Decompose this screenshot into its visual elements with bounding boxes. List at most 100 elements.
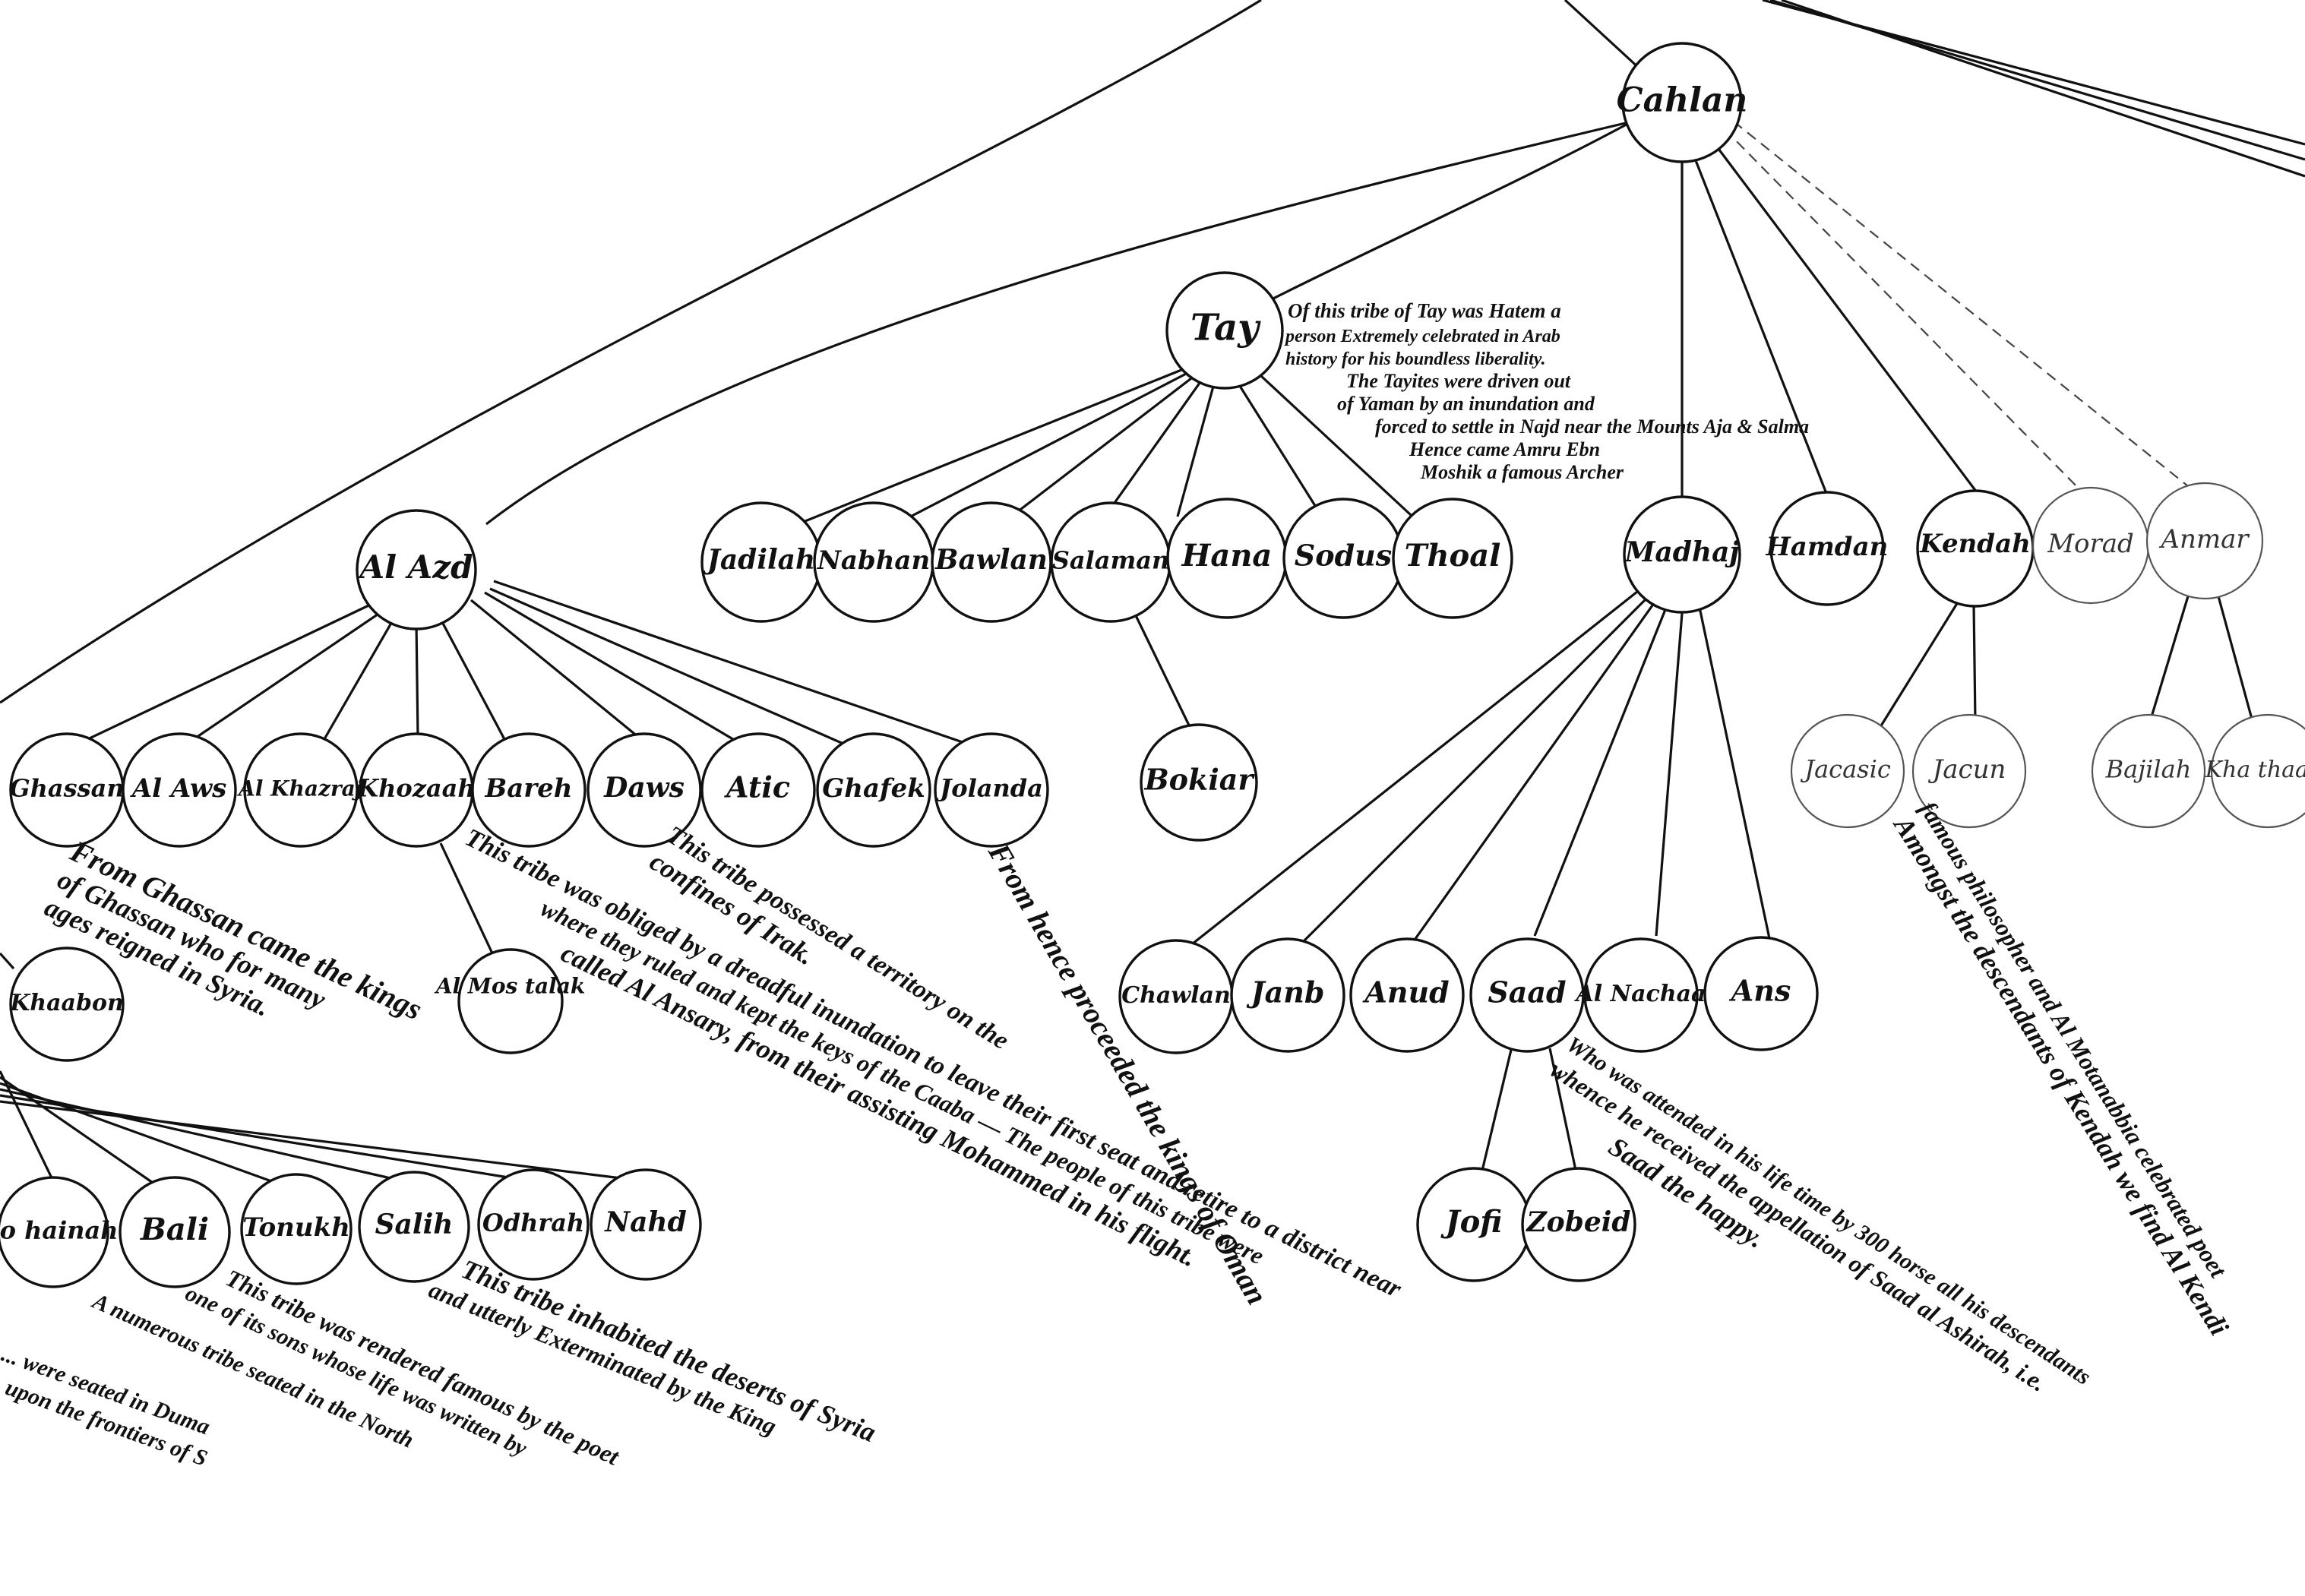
edge-alazd-ghassan	[60, 599, 381, 754]
node-madhaj: Madhaj	[1623, 495, 1741, 614]
node-johainah: Jo hainah	[0, 1176, 119, 1288]
node-label: Atic	[724, 770, 790, 804]
edge-saad-jofi	[1480, 1046, 1513, 1174]
edge-cahlan-kendah	[1708, 136, 1981, 496]
node-label: Jo hainah	[0, 1216, 119, 1245]
node-thoal: Thoal	[1392, 498, 1513, 619]
node-label: Hamdan	[1766, 532, 1889, 562]
edge-left-nahd	[0, 1100, 647, 1183]
node-label: Jofi	[1440, 1204, 1503, 1240]
edge-left-salih	[0, 1088, 415, 1185]
node-khozaah: Khozaah	[356, 732, 476, 848]
node-janb: Janb	[1230, 937, 1345, 1053]
node-label: Kendah	[1919, 529, 2031, 559]
edge-alazd-jolanda	[493, 580, 981, 750]
node-tay: Tay	[1165, 271, 1284, 390]
edge-madhaj-ans	[1696, 599, 1772, 943]
edge-madhaj-saad	[1533, 603, 1669, 937]
node-ans: Ans	[1703, 936, 1819, 1051]
ancestral-line-right-3	[1781, 0, 2305, 178]
node-tonukh: Tonukh	[240, 1173, 353, 1285]
node-alaws: Al Aws	[122, 732, 237, 848]
note-line: Who was attended in his life time by 300…	[1562, 1032, 2095, 1390]
edge-alazd-khozaah	[415, 622, 419, 738]
node-atic: Atic	[700, 732, 816, 848]
node-label: Nahd	[604, 1206, 687, 1238]
node-jadilah: Jadilah	[700, 501, 822, 623]
edge-alazd-alaws	[174, 606, 388, 754]
node-label: Jolanda	[935, 774, 1043, 803]
node-label: Tay	[1190, 307, 1261, 349]
edge-cahlan-anmar	[1733, 121, 2200, 496]
edge-madhaj-alnachaa	[1655, 603, 1684, 937]
edge-left-johainah	[0, 1070, 58, 1190]
node-hana: Hana	[1166, 498, 1288, 619]
note-line: Of this tribe of Tay was Hatem a	[1288, 299, 1561, 322]
node-hamdan: Hamdan	[1766, 491, 1889, 606]
node-label: Al Nachaa	[1574, 981, 1706, 1007]
node-label: Janb	[1247, 975, 1325, 1010]
node-label: Madhaj	[1624, 536, 1740, 568]
node-label: Nabhan	[817, 545, 930, 576]
node-jacasic: Jacasic	[1790, 713, 1905, 829]
note-line: Moshik a famous Archer	[1420, 461, 1624, 483]
note-line: The Tayites were driven out	[1346, 370, 1571, 392]
node-label: Tonukh	[242, 1212, 350, 1243]
node-saad: Saad	[1469, 937, 1585, 1053]
node-jacun: Jacun	[1911, 713, 2027, 829]
edge-tay-jadilah	[778, 367, 1186, 533]
edge-kendah-jacasic	[1875, 598, 1962, 734]
kendah-annotation: Amongst the descendants of Kendah we fin…	[1887, 796, 2234, 1340]
node-label: Salih	[375, 1209, 454, 1240]
note-line: history for his boundless liberality.	[1285, 349, 1546, 369]
note-line: famous philosopher and Al Motanabbia cel…	[1915, 796, 2233, 1282]
node-bareh: Bareh	[471, 732, 587, 848]
edge-saad-zobeid	[1548, 1048, 1578, 1174]
ancestral-line-center	[1564, 0, 1643, 71]
edge-cahlan-alazd	[485, 120, 1633, 526]
node-bawlan: Bawlan	[931, 501, 1052, 623]
node-label: Thoal	[1405, 538, 1501, 574]
edge-alazd-ghafek	[489, 587, 863, 754]
node-label: Cahlan	[1617, 81, 1748, 120]
edge-left-khaabon	[0, 952, 15, 970]
node-anmar: Anmar	[2145, 482, 2264, 600]
node-label: Bajilah	[2105, 755, 2192, 784]
node-bajilah: Bajilah	[2091, 713, 2206, 829]
node-nahd: Nahd	[590, 1168, 702, 1281]
node-alnachaa: Al Nachaa	[1574, 937, 1706, 1053]
node-khathaam: Kha thaam	[2205, 713, 2305, 829]
node-label: Ghafek	[822, 773, 925, 804]
edge-alazd-daws	[470, 599, 640, 738]
node-label: Ans	[1729, 974, 1791, 1008]
edge-madhaj-chawlan	[1184, 587, 1642, 951]
node-label: Sodus	[1295, 539, 1392, 573]
edge-khozaah-almostalak	[439, 842, 494, 954]
node-label: Bareh	[484, 773, 572, 804]
edge-tay-bawlan	[991, 375, 1195, 533]
node-label: Bali	[140, 1212, 209, 1247]
edge-tay-hana	[1176, 383, 1216, 517]
left-annotation: ... were seated in Duma upon the frontie…	[0, 1342, 213, 1471]
node-label: Zobeid	[1525, 1206, 1630, 1238]
node-kendah: Kendah	[1916, 489, 2035, 608]
node-odhrah: Odhrah	[477, 1168, 590, 1281]
node-sodus: Sodus	[1282, 498, 1404, 619]
edge-kendah-jacun	[1972, 604, 1977, 722]
note-line: person Extremely celebrated in Arab	[1284, 327, 1560, 346]
edge-anmar-khathaam	[2217, 596, 2254, 722]
node-label: Khaabon	[9, 990, 124, 1016]
node-almostalak: Al Mos talak	[434, 948, 585, 1054]
edge-salaman-bokiar	[1130, 607, 1194, 734]
node-label: Saad	[1488, 975, 1566, 1010]
node-label: Bawlan	[934, 544, 1048, 576]
node-jofi: Jofi	[1416, 1167, 1532, 1282]
ancestral-line-left	[0, 0, 1262, 704]
node-label: Al Azd	[357, 548, 473, 586]
node-label: Khozaah	[356, 774, 475, 803]
node-label: Ghassan	[9, 774, 124, 803]
node-label: Jadilah	[703, 544, 815, 576]
edge-madhaj-janb	[1294, 595, 1650, 951]
node-alkhazraj: Al Khazraj	[236, 732, 363, 848]
node-daws: Daws	[587, 732, 702, 848]
